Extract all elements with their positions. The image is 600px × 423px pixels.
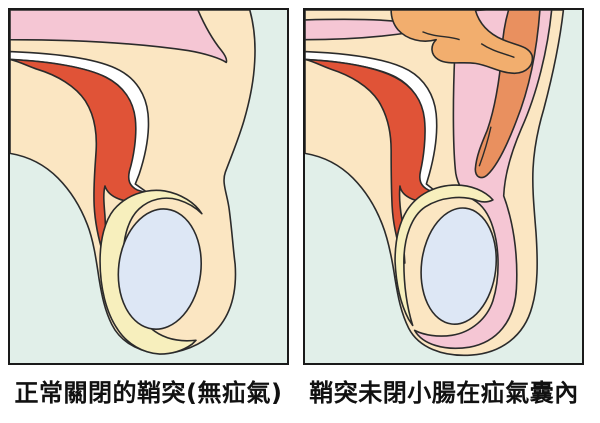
hernia-anatomy-diagram: [305, 10, 582, 363]
panel-hernia: [303, 8, 584, 365]
bowel-fold-line: [479, 127, 491, 167]
spermatic-cord: [305, 59, 440, 263]
testis: [415, 204, 503, 329]
caption-normal: 正常關閉的鞘突(無疝氣): [14, 378, 283, 407]
testis: [112, 204, 208, 334]
panel-normal: [8, 8, 289, 365]
spermatic-cord: [10, 59, 150, 262]
bowel-fold-line: [422, 32, 459, 40]
bowel-fold-line: [481, 44, 514, 58]
tunica-vaginalis: [100, 190, 202, 354]
peritoneum-band: [10, 10, 227, 62]
caption-hernia: 鞘突未閉小腸在疝氣囊內: [309, 378, 579, 407]
tunica-vaginalis: [395, 185, 493, 325]
small-intestine-upper-loops: [391, 10, 532, 73]
normal-anatomy-diagram: [10, 10, 287, 363]
